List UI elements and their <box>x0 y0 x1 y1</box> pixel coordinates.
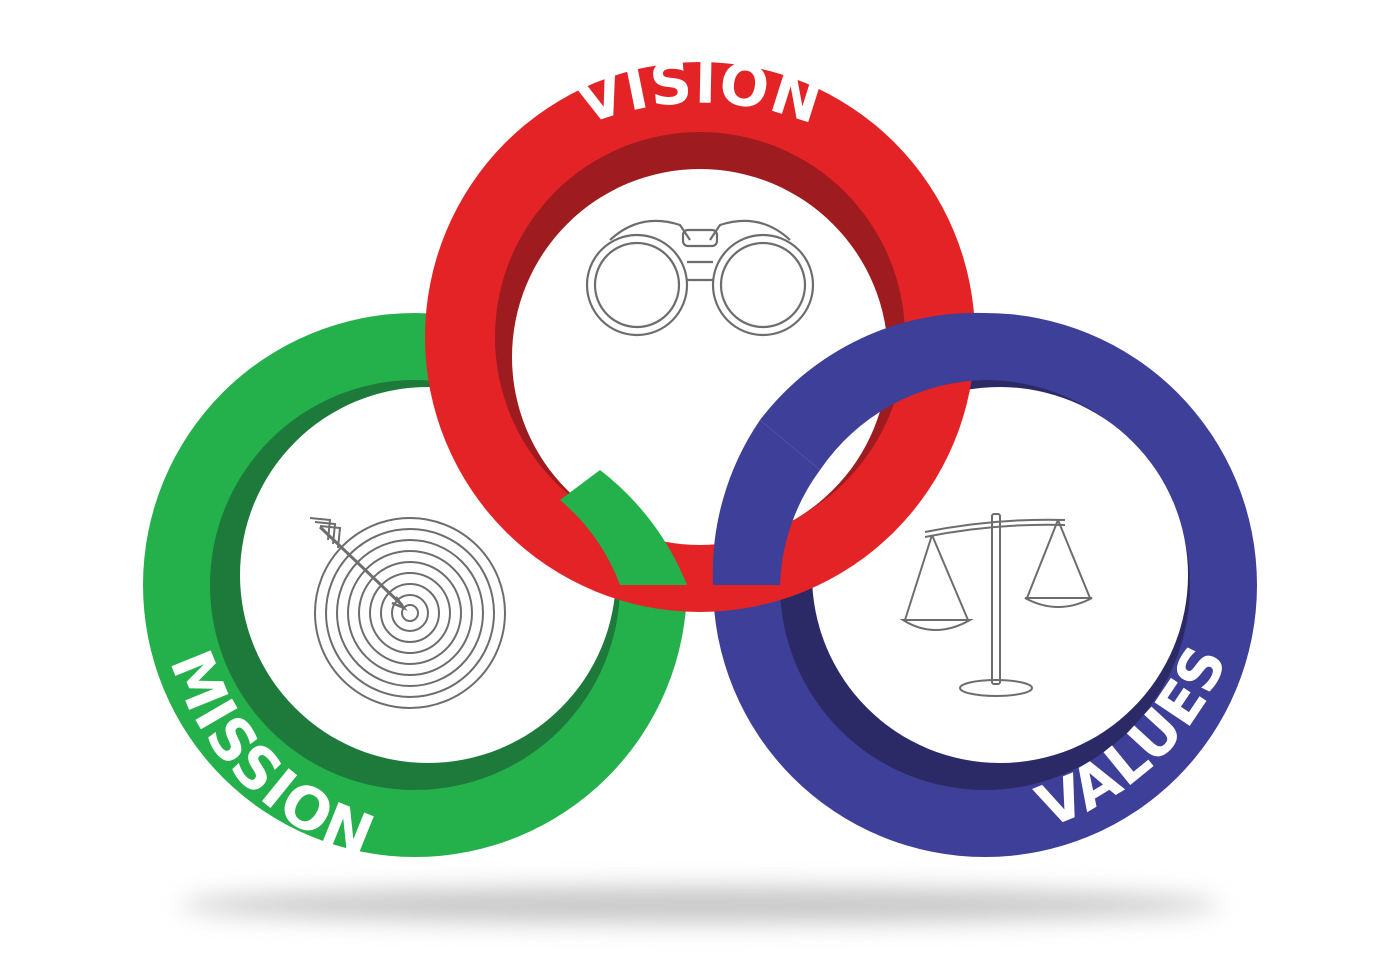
balance-scale-icon <box>899 513 1093 697</box>
values-ring-front-segment <box>760 312 985 470</box>
floor-shadow <box>180 887 1220 923</box>
binoculars-icon <box>585 219 815 337</box>
values-ring-front-edge <box>712 420 820 585</box>
mission-ring-front-segment <box>560 470 687 585</box>
target-with-arrow-icon <box>309 517 506 709</box>
